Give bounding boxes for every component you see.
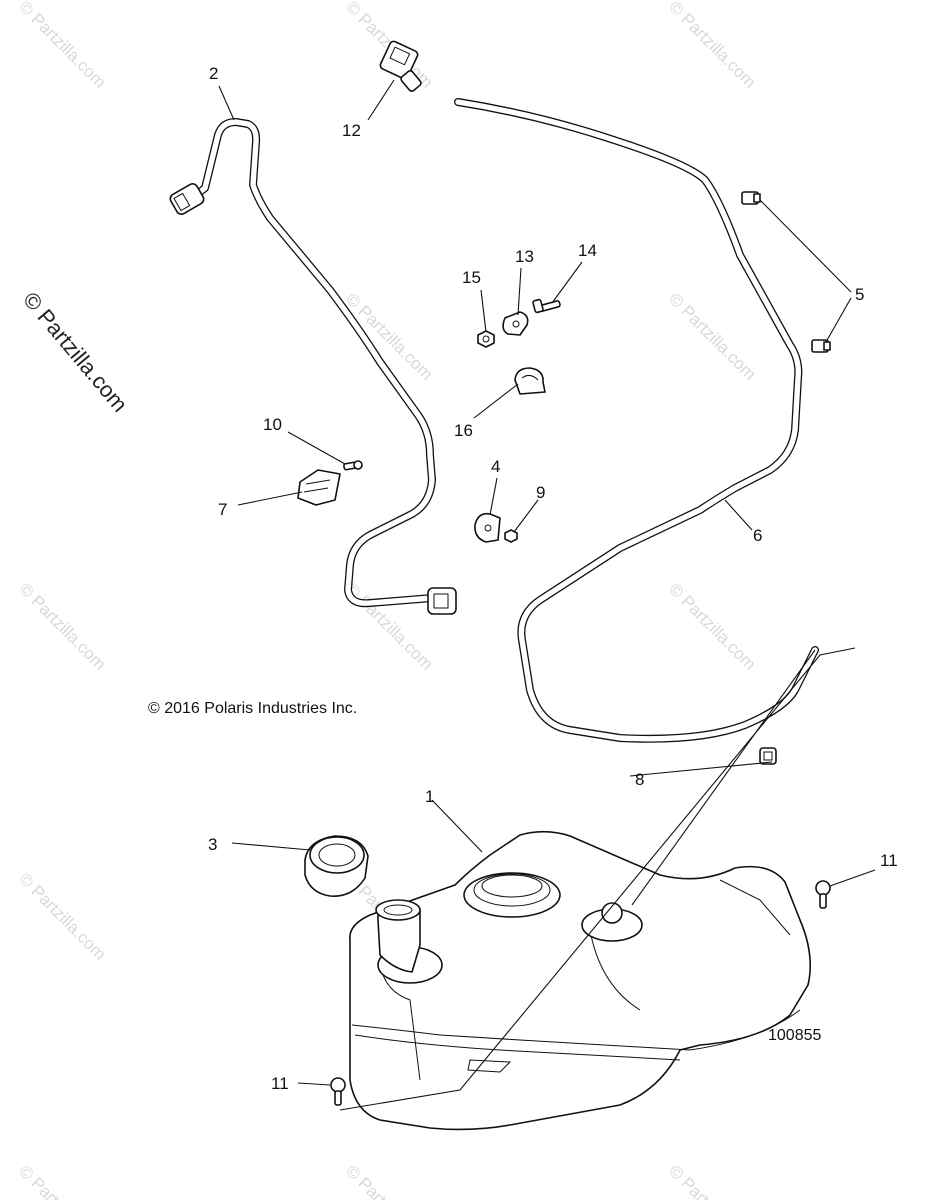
part-3-fuel-cap[interactable] — [304, 835, 369, 897]
part-11-screw-left[interactable] — [330, 1077, 346, 1106]
callout-10: 10 — [263, 415, 282, 434]
part-6-vent-line[interactable] — [454, 98, 819, 743]
callout-1: 1 — [425, 787, 434, 806]
callout-6: 6 — [753, 526, 762, 545]
watermark-tile: © Partzilla.com — [665, 579, 759, 673]
part-7-bracket[interactable] — [297, 469, 341, 506]
callout-labels: 1 2 3 4 5 6 7 8 9 10 11 11 12 13 14 15 1… — [208, 64, 898, 1093]
callout-5: 5 — [855, 285, 864, 304]
part-1-fuel-tank[interactable] — [349, 830, 812, 1131]
watermark-tile: © Partzilla.com — [665, 289, 759, 383]
watermark-tile: © Partzilla.com — [665, 0, 759, 92]
part-10-screw[interactable] — [343, 460, 363, 471]
watermark-tile: © Partzilla.com — [342, 1161, 436, 1200]
diagram-reference-number: 100855 — [768, 1027, 821, 1044]
leader-lines — [218, 79, 876, 1111]
watermark-side: © Partzilla.com — [18, 287, 132, 417]
callout-11-left: 11 — [271, 1074, 289, 1093]
watermark-tile: © Partzilla.com — [342, 579, 436, 673]
part-15-nut[interactable] — [477, 330, 495, 348]
callout-4: 4 — [491, 457, 500, 476]
part-14-bolt[interactable] — [532, 298, 561, 314]
callout-2: 2 — [209, 64, 218, 83]
watermark-tile: © Partzilla.com — [665, 1161, 759, 1200]
watermark-tile: © Partzilla.com — [15, 0, 109, 92]
part-9-nut[interactable] — [504, 529, 518, 543]
copyright-text: © 2016 Polaris Industries Inc. — [148, 700, 357, 717]
part-8-clip[interactable] — [759, 747, 777, 765]
part-13-clamp[interactable] — [502, 311, 529, 336]
part-5-clips[interactable] — [741, 191, 831, 353]
callout-15: 15 — [462, 268, 481, 287]
callout-11-right: 11 — [880, 851, 898, 870]
watermark-tile: © Partzilla.com — [15, 869, 109, 963]
callout-13: 13 — [515, 247, 534, 266]
watermark-tile: © Partzilla.com — [15, 579, 109, 673]
callout-7: 7 — [218, 500, 227, 519]
part-16-clip[interactable] — [514, 367, 546, 395]
callout-8: 8 — [635, 770, 644, 789]
callout-3: 3 — [208, 835, 217, 854]
callout-9: 9 — [536, 483, 545, 502]
part-12-connector[interactable] — [379, 40, 422, 92]
watermark-tile: © Partzilla.com — [15, 1161, 109, 1200]
part-11-screw-right[interactable] — [815, 880, 831, 909]
part-4-clamp[interactable] — [474, 512, 501, 543]
callout-14: 14 — [578, 241, 597, 260]
part-2-vent-hose[interactable] — [169, 118, 457, 615]
callout-16: 16 — [454, 421, 473, 440]
callout-12: 12 — [342, 121, 361, 140]
